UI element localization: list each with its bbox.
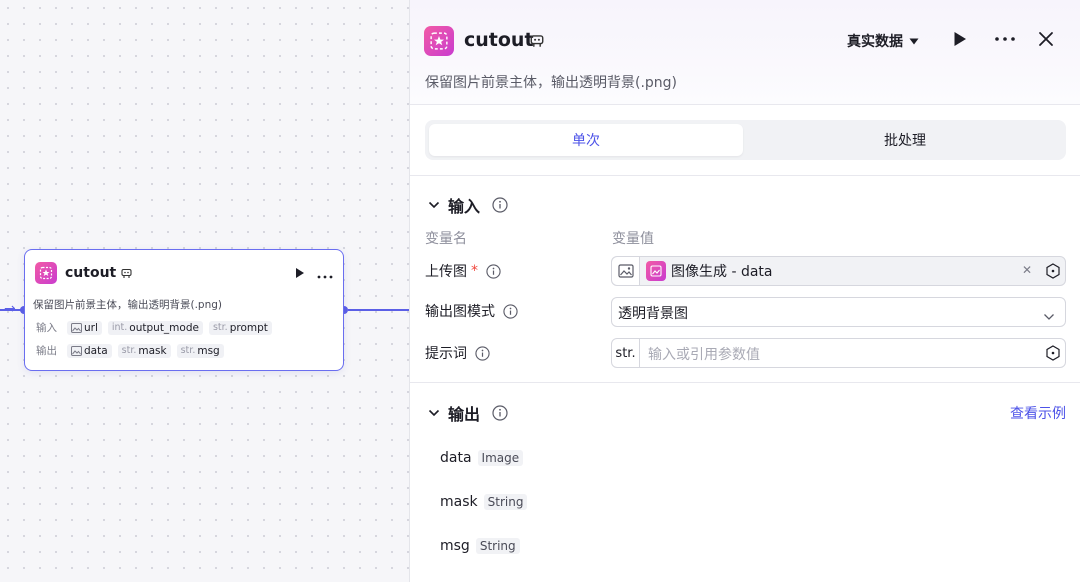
caret-down-icon bbox=[909, 38, 919, 44]
image-type-icon bbox=[612, 257, 640, 285]
inputs-section-toggle[interactable]: 输入 bbox=[428, 193, 508, 217]
info-icon bbox=[492, 197, 508, 213]
type-tag: String bbox=[483, 494, 528, 510]
output-item-msg: msg String bbox=[440, 538, 520, 554]
node-outputs-row: 输出 data str.mask str.msg bbox=[36, 343, 224, 358]
run-icon[interactable] bbox=[953, 31, 967, 51]
info-icon bbox=[503, 303, 518, 319]
section-divider bbox=[410, 175, 1080, 176]
outgoing-edge bbox=[348, 309, 410, 311]
image-icon bbox=[71, 322, 82, 333]
node-outputs-label: 输出 bbox=[36, 345, 57, 357]
node-output-mask: str.mask bbox=[117, 343, 171, 358]
output-mode-select[interactable]: 透明背景图 bbox=[611, 297, 1066, 327]
field-label-upload-image: 上传图* bbox=[425, 261, 501, 281]
cutout-app-icon bbox=[424, 26, 454, 56]
incoming-edge bbox=[0, 309, 22, 311]
tab-batch[interactable]: 批处理 bbox=[884, 133, 926, 149]
node-config-panel: cutout 真实数据 保留图片前景主体，输出透明背景(.png) 单次 批处理… bbox=[409, 0, 1080, 582]
output-port[interactable] bbox=[340, 306, 348, 314]
variable-reference-icon[interactable] bbox=[1041, 257, 1065, 285]
node-inputs-label: 输入 bbox=[36, 322, 57, 334]
tab-single[interactable]: 单次 bbox=[429, 124, 743, 156]
node-description: 保留图片前景主体，输出透明背景(.png) bbox=[33, 299, 223, 311]
node-output-data: data bbox=[67, 343, 112, 358]
plugin-badge-icon bbox=[121, 268, 132, 279]
node-title: cutout bbox=[65, 265, 117, 281]
required-marker: * bbox=[471, 263, 478, 279]
cutout-node[interactable]: cutout 保留图片前景主体，输出透明背景(.png) 输入 url int.… bbox=[24, 249, 344, 371]
type-tag: Image bbox=[477, 450, 524, 466]
panel-header: cutout 真实数据 保留图片前景主体，输出透明背景(.png) bbox=[410, 0, 1080, 105]
node-input-url: url bbox=[67, 320, 102, 335]
output-item-mask: mask String bbox=[440, 494, 528, 510]
column-header-value: 变量值 bbox=[612, 231, 654, 247]
node-input-output-mode: int.output_mode bbox=[107, 320, 203, 335]
node-inputs-row: 输入 url int.output_mode str.prompt bbox=[36, 320, 272, 335]
reference-chip: 图像生成 - data bbox=[646, 261, 773, 281]
chevron-down-icon bbox=[1043, 306, 1055, 325]
chevron-down-icon bbox=[428, 409, 440, 417]
outputs-section-toggle[interactable]: 输出 bbox=[428, 401, 508, 425]
run-mode-tabs: 单次 批处理 bbox=[425, 120, 1066, 160]
edge-arrow-icon: → bbox=[4, 301, 16, 317]
upload-image-field[interactable]: 图像生成 - data ✕ bbox=[611, 256, 1066, 286]
prompt-input[interactable]: str. 输入或引用参数值 bbox=[611, 338, 1066, 368]
more-icon[interactable] bbox=[994, 30, 1016, 52]
panel-description: 保留图片前景主体，输出透明背景(.png) bbox=[425, 75, 678, 91]
image-icon bbox=[71, 345, 82, 356]
clear-reference-icon[interactable]: ✕ bbox=[1022, 263, 1033, 277]
plugin-badge-icon bbox=[530, 33, 544, 52]
info-icon bbox=[475, 345, 490, 361]
node-header: cutout bbox=[35, 262, 333, 284]
type-tag: String bbox=[475, 538, 520, 554]
field-label-prompt: 提示词 bbox=[425, 343, 490, 363]
info-icon bbox=[492, 405, 508, 421]
variable-reference-icon[interactable] bbox=[1041, 339, 1065, 367]
data-source-dropdown[interactable]: 真实数据 bbox=[847, 31, 919, 51]
chevron-down-icon bbox=[428, 201, 440, 209]
image-generation-icon bbox=[646, 261, 666, 281]
string-type-prefix: str. bbox=[612, 339, 640, 367]
node-run-icon[interactable] bbox=[295, 264, 305, 283]
output-item-data: data Image bbox=[440, 450, 524, 466]
close-icon[interactable] bbox=[1038, 31, 1054, 51]
field-label-output-mode: 输出图模式 bbox=[425, 301, 518, 321]
view-example-link[interactable]: 查看示例 bbox=[1010, 406, 1066, 422]
info-icon bbox=[486, 263, 501, 279]
section-divider bbox=[410, 382, 1080, 383]
node-output-msg: str.msg bbox=[176, 343, 224, 358]
prompt-placeholder: 输入或引用参数值 bbox=[648, 347, 760, 363]
cutout-app-icon bbox=[35, 262, 57, 284]
node-input-prompt: str.prompt bbox=[208, 320, 272, 335]
panel-title: cutout bbox=[464, 29, 534, 51]
column-header-name: 变量名 bbox=[425, 231, 467, 247]
node-more-icon[interactable] bbox=[317, 264, 333, 283]
